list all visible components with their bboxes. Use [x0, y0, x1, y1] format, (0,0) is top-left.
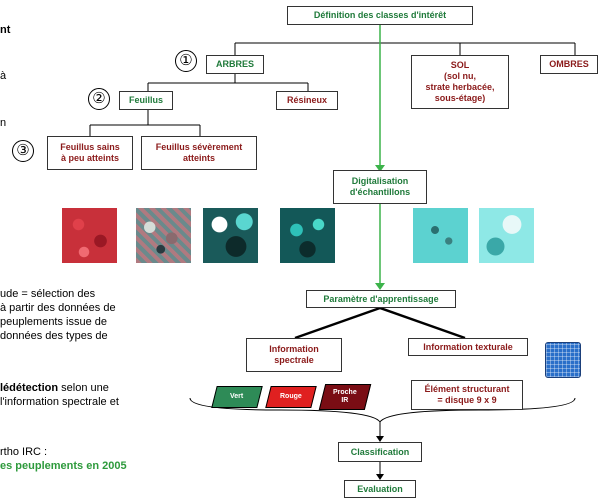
peuplements-line: es peuplements en 2005: [0, 460, 127, 472]
texture-resineux-1: [203, 208, 258, 263]
circled-number-1: ①: [175, 50, 197, 72]
texture-feuillus-severement: [136, 208, 191, 263]
definition-classes-box: Définition des classes d'intérêt: [287, 6, 473, 25]
left-paragraph-line-4: données des types de: [0, 330, 108, 342]
feuillus-severement-box: Feuillus sévèrement atteints: [141, 136, 257, 170]
information-line: l'information spectrale et: [0, 396, 119, 408]
grid-icon: [545, 342, 581, 378]
band-proche-ir: Proche IR: [318, 384, 372, 410]
digitalisation-box: Digitalisation d'échantillons: [333, 170, 427, 204]
ombres-box: OMBRES: [540, 55, 598, 74]
feuillus-box: Feuillus: [119, 91, 173, 110]
sol-box: SOL (sol nu, strate herbacée, sous-étage…: [411, 55, 509, 109]
information-spectrale-box: Information spectrale: [246, 338, 342, 372]
circled-number-2: ②: [88, 88, 110, 110]
classification-box: Classification: [338, 442, 422, 462]
band-rouge-label: Rouge: [280, 393, 302, 400]
arbres-box: ARBRES: [206, 55, 264, 74]
evaluation-box: Evaluation: [344, 480, 416, 498]
band-vert-label: Vert: [230, 393, 244, 400]
feuillus-sains-box: Feuillus sains à peu atteints: [47, 136, 133, 170]
information-texturale-box: Information texturale: [408, 338, 528, 356]
texture-resineux-2: [280, 208, 335, 263]
left-paragraph-line-2: à partir des données de: [0, 302, 116, 314]
ortho-line: rtho IRC :: [0, 446, 48, 458]
parametre-apprentissage-box: Paramètre d'apprentissage: [306, 290, 456, 308]
left-paragraph-line-3: peuplements issue de: [0, 316, 108, 328]
element-structurant-box: Élément structurant = disque 9 x 9: [411, 380, 523, 410]
texture-sol-1: [413, 208, 468, 263]
left-text-fragment-3: n: [0, 117, 7, 129]
left-paragraph-line-1: ude = sélection des: [0, 288, 96, 300]
resineux-box: Résineux: [276, 91, 338, 110]
teledetection-line: lédétection selon une: [0, 382, 109, 395]
left-text-fragment-1: nt: [0, 24, 11, 36]
band-rouge: Rouge: [265, 386, 317, 408]
texture-sol-2: [479, 208, 534, 263]
texture-feuillus-sains: [62, 208, 117, 263]
teledetection-rest: selon une: [58, 382, 109, 394]
teledetection-bold: lédétection: [0, 382, 59, 394]
left-text-fragment-2: à: [0, 70, 7, 82]
band-vert: Vert: [211, 386, 263, 408]
circled-number-3: ③: [12, 140, 34, 162]
band-proche-ir-label: Proche IR: [333, 389, 357, 404]
